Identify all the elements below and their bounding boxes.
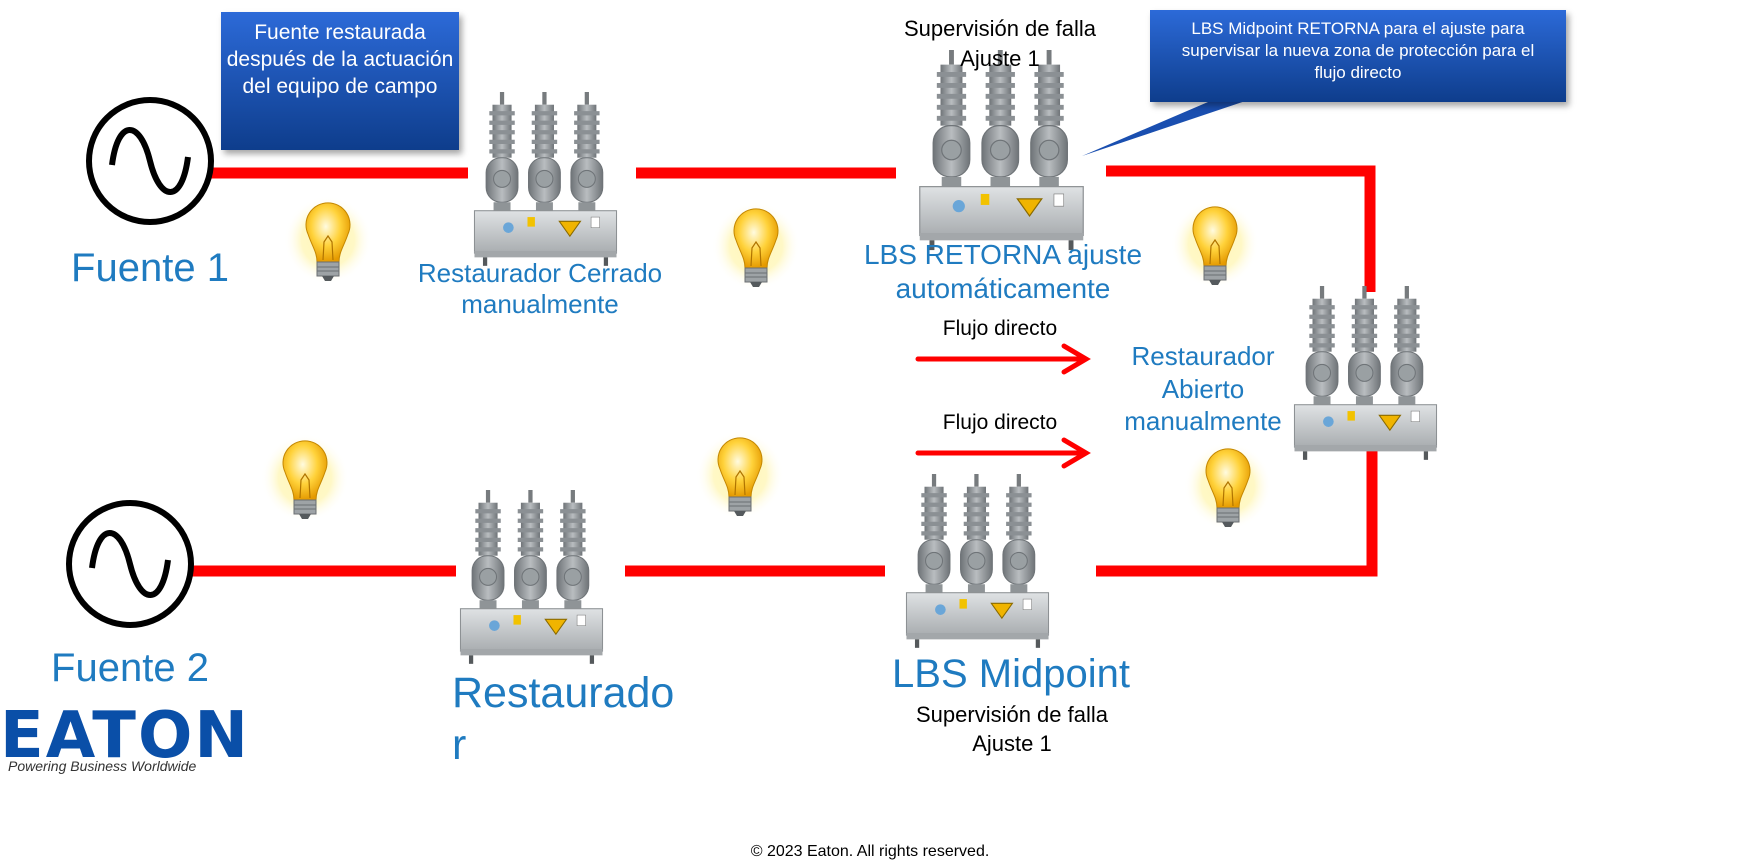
eaton-logo-text: EATON bbox=[0, 699, 250, 773]
fault-supervision-top: Supervisión de falla bbox=[903, 16, 1096, 41]
flow-upper-label: Flujo directo bbox=[942, 317, 1058, 340]
lightbulb-icon bbox=[711, 201, 801, 291]
lightbulb-icon bbox=[695, 430, 785, 520]
recloser-bottom-device bbox=[460, 490, 602, 664]
lightbulb-icon bbox=[1183, 441, 1273, 531]
eaton-logo-tagline: Powering Business Worldwide bbox=[8, 758, 197, 774]
lbs-midpoint-label: LBS Midpoint bbox=[892, 652, 1130, 696]
callout-source-restored: Fuente restaurada después de la actuació… bbox=[221, 12, 459, 150]
lbs-top-device bbox=[920, 50, 1083, 250]
callout-source-restored-text: Fuente restaurada después de la actuació… bbox=[226, 21, 454, 98]
eaton-logo: EATON Powering Business Worldwide bbox=[0, 699, 250, 774]
lightbulb-icon bbox=[260, 433, 350, 523]
callout-pointer bbox=[1082, 84, 1296, 156]
line-f2-segment-3 bbox=[1096, 450, 1378, 577]
source-2-label: Fuente 2 bbox=[51, 646, 209, 690]
recloser-closed-device bbox=[474, 92, 616, 266]
flow-lower-label: Flujo directo bbox=[942, 411, 1058, 434]
source-2-symbol bbox=[66, 500, 194, 628]
line-f1-segment-3 bbox=[1106, 165, 1376, 292]
recloser-closed-label: Restaurador Cerrado manualmente bbox=[417, 258, 663, 320]
flow-arrow-upper bbox=[915, 343, 1091, 375]
recloser-bottom-label-line2: r bbox=[452, 721, 467, 769]
source-1-symbol bbox=[86, 97, 214, 225]
lightbulb-icon bbox=[283, 195, 373, 285]
setting-top: Ajuste 1 bbox=[960, 46, 1040, 71]
recloser-open-device bbox=[1294, 286, 1436, 460]
callout-lbs-midpoint-returns-text: LBS Midpoint RETORNA para el ajuste para… bbox=[1181, 19, 1535, 82]
lightbulb-icon bbox=[1170, 199, 1260, 289]
recloser-bottom-label-line1: Restaurado bbox=[452, 669, 675, 717]
source-1-label: Fuente 1 bbox=[71, 246, 229, 290]
callout-lbs-midpoint-returns: LBS Midpoint RETORNA para el ajuste para… bbox=[1150, 10, 1566, 102]
flow-arrow-lower bbox=[915, 437, 1091, 469]
feeder-lines bbox=[190, 165, 1378, 577]
fault-supervision-bottom: Supervisión de falla bbox=[915, 702, 1108, 727]
lbs-returns-label: LBS RETORNA ajuste automáticamente bbox=[863, 239, 1143, 304]
setting-bottom: Ajuste 1 bbox=[972, 731, 1052, 756]
copyright-text: © 2023 Eaton. All rights reserved. bbox=[750, 843, 990, 860]
recloser-open-label: Restaurador Abierto manualmente bbox=[1124, 341, 1282, 436]
lbs-midpoint-device bbox=[906, 474, 1048, 648]
